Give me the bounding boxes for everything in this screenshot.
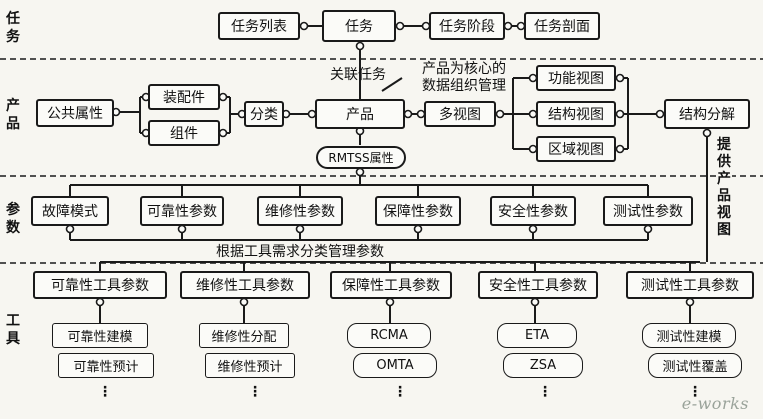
ellipsis-supportability: ⋮ xyxy=(393,384,407,400)
tool-reliability-modeling: 可靠性建模 xyxy=(52,323,148,348)
param-box-failure-mode: 故障模式 xyxy=(31,196,109,226)
tool-maintainability-allocation: 维修性分配 xyxy=(199,323,289,348)
tool-eta: ETA xyxy=(497,323,577,348)
task-section-box: 任务剖面 xyxy=(524,12,600,40)
structure-decomposition-box: 结构分解 xyxy=(664,99,750,129)
structure-view-box: 结构视图 xyxy=(536,101,616,127)
lane-label-tools: 工具 xyxy=(6,313,20,347)
multi-view-box: 多视图 xyxy=(424,101,496,127)
param-box-supportability: 保障性参数 xyxy=(375,196,461,226)
tool-rcma: RCMA xyxy=(347,323,431,348)
task-stage-box: 任务阶段 xyxy=(429,12,505,40)
provide-product-view-label: 提供产品视图 xyxy=(716,137,732,239)
tool-param-reliability: 可靠性工具参数 xyxy=(33,271,167,299)
lane-label-product: 产品 xyxy=(6,98,20,132)
lane-label-params: 参数 xyxy=(6,202,20,236)
tool-param-supportability: 保障性工具参数 xyxy=(330,271,452,299)
task-box: 任务 xyxy=(322,10,396,42)
e-works-watermark-logo: e-works xyxy=(681,394,749,413)
lane-label-task: 任务 xyxy=(6,11,20,45)
core-data-management-note: 产品为核心的 数据组织管理 xyxy=(422,61,506,94)
ellipsis-maintainability: ⋮ xyxy=(248,384,262,400)
tool-param-testability: 测试性工具参数 xyxy=(626,271,754,299)
tool-maintainability-prediction: 维修性预计 xyxy=(205,353,295,378)
tool-param-maintainability: 维修性工具参数 xyxy=(180,271,310,299)
tool-param-safety: 安全性工具参数 xyxy=(478,271,598,299)
region-view-box: 区域视图 xyxy=(536,136,616,162)
tool-omta: OMTA xyxy=(353,353,437,378)
param-box-testability: 测试性参数 xyxy=(603,196,693,226)
related-tasks-label: 关联任务 xyxy=(330,67,386,83)
param-box-reliability: 可靠性参数 xyxy=(140,196,224,226)
component-box: 组件 xyxy=(148,120,220,146)
param-box-safety: 安全性参数 xyxy=(490,196,576,226)
task-list-box: 任务列表 xyxy=(218,12,300,40)
tool-reliability-prediction: 可靠性预计 xyxy=(58,353,154,378)
assembly-box: 装配件 xyxy=(148,84,220,110)
classify-box: 分类 xyxy=(244,101,284,127)
ellipsis-safety: ⋮ xyxy=(538,384,552,400)
function-view-box: 功能视图 xyxy=(536,65,616,91)
tool-testability-coverage: 测试性覆盖 xyxy=(648,353,742,378)
public-attributes-box: 公共属性 xyxy=(36,99,114,127)
rmtss-attributes-pill: RMTSS属性 xyxy=(316,146,406,169)
ellipsis-reliability: ⋮ xyxy=(98,384,112,400)
product-box: 产品 xyxy=(315,99,405,129)
tool-testability-modeling: 测试性建模 xyxy=(642,323,736,348)
tool-zsa: ZSA xyxy=(503,353,583,378)
manage-params-note: 根据工具需求分类管理参数 xyxy=(214,241,386,261)
param-box-maintainability: 维修性参数 xyxy=(257,196,343,226)
